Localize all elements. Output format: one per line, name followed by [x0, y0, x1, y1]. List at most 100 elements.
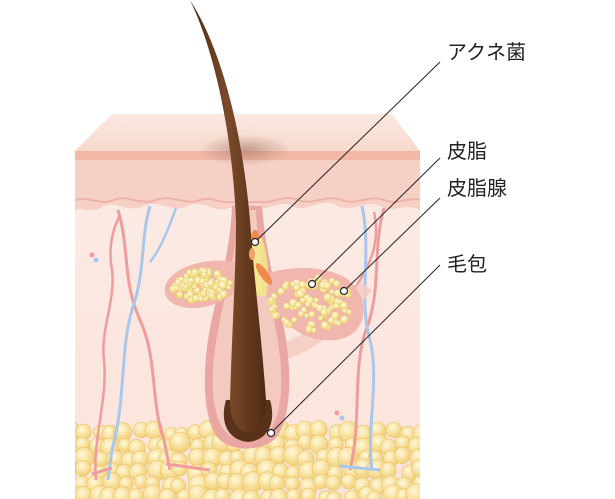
artery-bottom-left: [91, 466, 113, 476]
leader-sebaceous-gland: [343, 197, 441, 292]
fat-cell: [75, 479, 77, 489]
sebum-granule: [304, 313, 310, 319]
sebum-granule: [320, 321, 329, 330]
sebum-granule: [267, 297, 275, 304]
fat-cell: [410, 458, 420, 478]
dot-sebum: [307, 279, 317, 289]
sebum-granule: [191, 268, 199, 277]
sebum-granule: [340, 301, 348, 310]
dermis-cell-2: [93, 257, 99, 263]
hair-shaft: [190, 0, 267, 432]
fat-cell: [325, 491, 343, 499]
dermis-cell-1: [89, 252, 95, 258]
callout-leaders: [254, 61, 441, 434]
sebum-granule: [268, 306, 276, 313]
vein-left: [106, 205, 152, 481]
artery-right: [348, 207, 386, 471]
sebum-granule: [199, 278, 206, 285]
sebum-granule: [346, 309, 353, 315]
artery-left-branch: [94, 214, 122, 481]
sebum-granule: [174, 278, 182, 286]
leader-acne-bacteria: [254, 61, 441, 243]
leader-sebum: [311, 157, 441, 285]
dermis-cell-3: [334, 410, 340, 416]
sebum-granule: [283, 318, 290, 326]
sebum-granule: [271, 312, 279, 320]
sebum-granule: [329, 289, 335, 295]
label-hair-follicle: 毛包: [447, 252, 487, 276]
callout-dots: [250, 237, 349, 438]
sebum-granule: [186, 290, 194, 298]
sebum-granule: [226, 284, 232, 291]
sebum-granule: [323, 293, 332, 302]
sebum-granule: [318, 315, 324, 321]
fat-cell: [385, 421, 403, 438]
sebum-granule: [219, 290, 228, 299]
sebum-granule: [295, 301, 302, 309]
sebum-granule: [305, 325, 313, 333]
fat-cell: [75, 451, 78, 465]
vein-right-bottom: [339, 464, 381, 472]
sebum-granule: [308, 310, 316, 318]
sebum-granule: [207, 279, 215, 287]
fat-cell: [405, 483, 420, 499]
sebum-granule: [293, 284, 300, 292]
sebum-granule: [173, 285, 180, 292]
sebum-granule: [283, 302, 291, 310]
artery-left: [116, 209, 172, 471]
fat-cell: [380, 461, 397, 479]
fat-cell: [393, 446, 411, 464]
fat-cell: [268, 474, 286, 492]
sebum-granule: [328, 277, 335, 284]
sebum-granule: [218, 281, 227, 290]
sebum-granule: [313, 297, 319, 303]
fat-cell: [158, 488, 177, 499]
fat-cell: [325, 475, 342, 491]
sebum-granule: [298, 281, 307, 289]
fat-cell: [340, 473, 357, 490]
dermis-cell-4: [339, 415, 345, 421]
artery-bottom-mid: [165, 462, 211, 472]
fat-cell: [75, 463, 78, 477]
sebum-granule: [212, 284, 219, 291]
sebum-granule: [183, 283, 189, 290]
sebum-granule: [323, 281, 331, 290]
sebum-granule: [340, 315, 349, 324]
sebum-granule: [277, 287, 285, 296]
dot-hair-follicle: [266, 428, 276, 438]
sebum-granule: [186, 269, 193, 276]
label-sebum: 皮脂: [447, 139, 487, 163]
sebum-granule: [333, 303, 340, 309]
acne-bacteria-3: [249, 248, 255, 260]
sebum-granule: [300, 306, 308, 314]
label-sebaceous-gland: 皮脂腺: [447, 176, 507, 200]
sebum-granule: [200, 290, 207, 298]
sebum-granule: [291, 316, 298, 323]
dot-acne-bacteria: [250, 237, 260, 247]
sebum-granule: [337, 299, 343, 305]
sebum-granule: [198, 295, 204, 302]
sebum-granule: [320, 308, 328, 317]
sebum-granule: [335, 320, 342, 327]
fat-cell: [300, 487, 316, 499]
sebum-granule: [201, 271, 208, 278]
leader-hair-follicle: [270, 264, 441, 434]
pore-shadow: [199, 134, 291, 166]
sebum-granule: [208, 292, 216, 300]
sebum-granule: [281, 282, 290, 290]
sebum-granule: [296, 289, 305, 298]
sebum-granule: [299, 297, 306, 304]
sebum-granule: [331, 311, 340, 320]
sebum-granule: [305, 301, 311, 308]
fat-cell: [75, 460, 92, 477]
vein-right: [360, 205, 376, 471]
sebum-granule: [176, 290, 183, 298]
sebum-granule: [187, 277, 195, 284]
acne-bacteria-2: [255, 263, 273, 285]
label-acne-bacteria: アクネ菌: [447, 40, 526, 64]
sebum-granule: [332, 279, 341, 288]
dot-sebaceous-gland: [339, 286, 349, 296]
skin-surface-top: [75, 114, 420, 151]
fat-cell: [169, 431, 191, 453]
